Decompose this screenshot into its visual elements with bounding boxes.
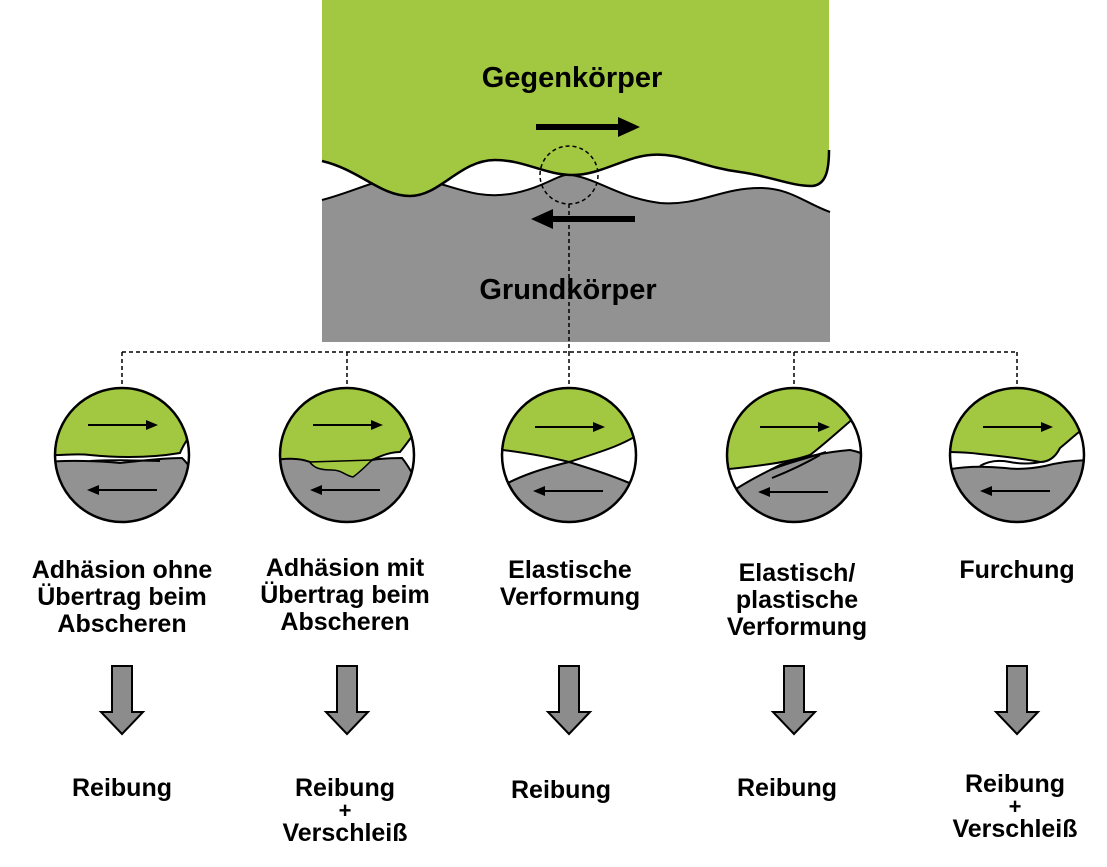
result-1: Reibung <box>72 774 172 802</box>
mechanism-circle-3 <box>500 386 638 524</box>
mechanism-circle-1 <box>50 385 200 530</box>
mechanism-circle-2 <box>278 386 416 524</box>
down-arrow-1 <box>98 665 146 736</box>
grundkoerper-block <box>322 174 830 342</box>
result-2: Reibung + Verschleiß <box>282 774 408 847</box>
caption-adhaesion-mit: Adhäsion mit Übertrag beim Abscheren <box>260 554 430 636</box>
grundkoerper-arrowhead <box>531 209 553 229</box>
gegenkoerper-arrowhead <box>618 117 640 137</box>
down-arrow-5 <box>993 665 1041 736</box>
mechanism-circle-4 <box>725 386 863 524</box>
gegenkoerper-block <box>322 0 829 196</box>
down-arrow-2 <box>323 665 371 736</box>
down-arrow-4 <box>770 665 818 736</box>
result-4: Reibung <box>737 774 837 802</box>
gegenkoerper-surface <box>321 149 831 198</box>
gegenkoerper-label: Gegenkörper <box>481 62 663 94</box>
grundkoerper-label: Grundkörper <box>479 274 657 306</box>
caption-adhaesion-ohne: Adhäsion ohne Übertrag beim Abscheren <box>31 556 213 638</box>
down-arrow-3 <box>545 665 593 736</box>
mechanism-circle-5 <box>948 386 1086 524</box>
result-5: Reibung + Verschleiß <box>952 770 1078 843</box>
caption-elastische-verformung: Elastische Verformung <box>499 556 641 611</box>
caption-elastisch-plastische-verformung: Elastisch/ plastische Verformung <box>726 559 868 641</box>
result-3: Reibung <box>511 776 611 804</box>
caption-furchung: Furchung <box>959 556 1075 584</box>
